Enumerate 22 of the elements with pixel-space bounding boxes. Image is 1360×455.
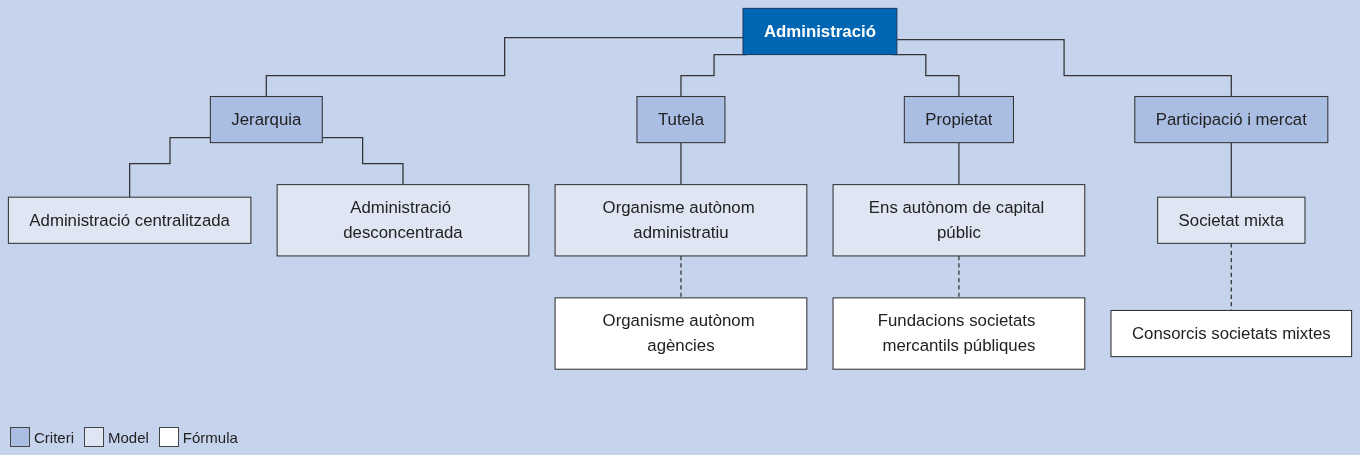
connector xyxy=(680,142,682,186)
node-box: Tutela xyxy=(636,95,726,144)
connector xyxy=(129,137,211,198)
node-box: Fundacions societats mercantils públiques xyxy=(832,297,1086,370)
node-box: Administració desconcentrada xyxy=(276,184,530,257)
node-box: Propietat xyxy=(903,95,1014,144)
node-box: Organisme autònom administratiu xyxy=(554,184,808,257)
node-box: Administració xyxy=(742,7,898,56)
node-box: Societat mixta xyxy=(1157,196,1306,244)
node-box: Ens autònom de capital públic xyxy=(832,184,1086,257)
node-box: Administració centralitzada xyxy=(7,196,252,244)
legend-label: Fórmula xyxy=(182,428,238,446)
connector xyxy=(958,142,960,186)
node-box: Consorcis societats mixtes xyxy=(1110,309,1353,358)
legend-label: Criteri xyxy=(34,428,74,446)
node-box: Organisme autònom agències xyxy=(554,297,808,370)
connector xyxy=(1230,142,1232,198)
node-box: Participació i mercat xyxy=(1134,95,1329,144)
legend-label: Model xyxy=(108,428,149,446)
node-box: Jerarquia xyxy=(209,95,323,144)
connector xyxy=(265,36,744,98)
connector xyxy=(896,39,1232,98)
